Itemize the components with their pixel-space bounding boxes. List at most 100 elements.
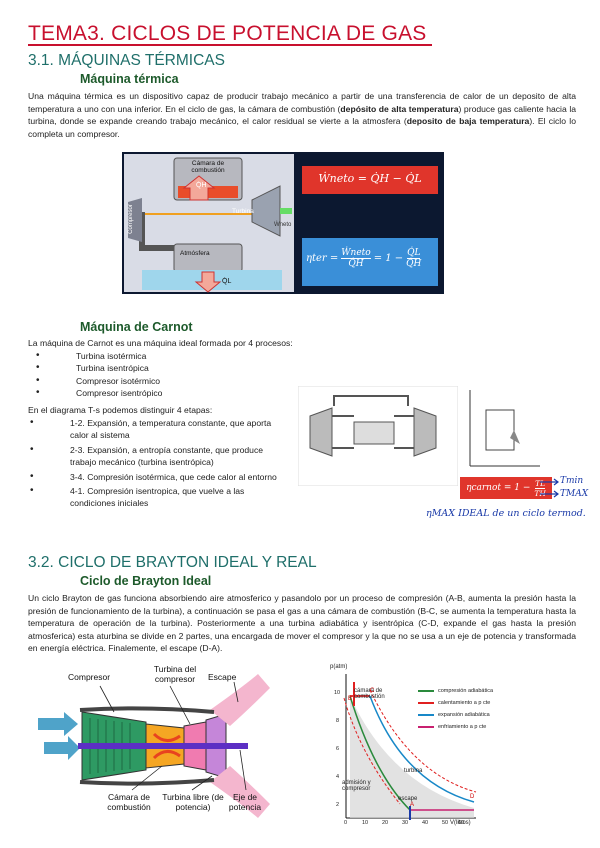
eq2-den2: Q̇H <box>406 259 422 269</box>
carnot-eta-lhs: ηcarnot = 1 − <box>466 483 531 493</box>
eq2-fraction-2: Q̇L Q̇H <box>406 248 421 269</box>
turbine-shape <box>251 185 281 237</box>
pv-ylabel: p(atm) <box>330 664 348 670</box>
legend-swatch <box>418 714 434 716</box>
carnot-intro: La máquina de Carnot es una máquina idea… <box>28 338 293 348</box>
label-turbina-compresor: Turbina del compresor <box>153 664 197 684</box>
pv-point-d: D <box>470 794 475 800</box>
ts-diagram <box>469 390 540 467</box>
eq2-num1: Ẇneto <box>341 248 371 259</box>
section-heading-3-2: 3.2. CICLO DE BRAYTON IDEAL Y REAL <box>28 554 317 571</box>
carnot-efficiency-box: ηcarnot = 1 − TL TH <box>460 477 552 499</box>
label-compresor: Compresor <box>127 204 134 234</box>
pv-label-turbina: turbina <box>404 768 423 774</box>
eq2-fraction-1: Ẇneto Q̇H <box>341 248 371 269</box>
label-turbina-libre: Turbina libre (de potencia) <box>162 792 224 812</box>
pv-legend: compresión adiabática calentamiento a p … <box>418 688 518 730</box>
pv-ytick: 10 <box>334 690 341 696</box>
equation-wneto: Ẇneto = Q̇H − Q̇L <box>318 172 422 185</box>
eq2-box <box>302 238 438 286</box>
label-compresor-engine: Compresor <box>68 672 111 682</box>
pv-point-c: C <box>370 688 375 694</box>
pv-ytick: 6 <box>336 746 340 752</box>
heat-engine-figure: Cámara de combustión Q̇H Turbina Ẇneto A… <box>122 152 444 294</box>
eq1-box <box>302 166 438 194</box>
pv-xtick: 0 <box>344 820 348 826</box>
legend-label: enfriamiento a p cte <box>438 724 487 730</box>
pv-compression <box>349 695 411 811</box>
eq2-lhs: ηter = <box>306 253 339 264</box>
carnot-turbine <box>413 407 437 457</box>
label-escape-engine: Escape <box>208 672 237 682</box>
pv-svg <box>343 674 477 820</box>
equation-efficiency: ηter = Ẇneto Q̇H = 1 − Q̇L Q̇H <box>306 248 436 269</box>
pv-legend-item: compresión adiabática <box>418 688 518 694</box>
list-item: 3-4. Compresión isotérmica, que cede cal… <box>22 471 284 484</box>
pv-xtick: 20 <box>382 820 389 826</box>
engine-shaft <box>78 743 248 749</box>
pv-xtick: 60 <box>458 820 465 826</box>
list-item: Compresor isotérmico <box>28 375 288 388</box>
label-camara-combustion: Cámara de combustión <box>191 160 225 174</box>
legend-swatch <box>418 690 434 692</box>
pv-xlabel: V(litros) <box>450 820 471 826</box>
ts-intro: En el diagrama T-s podemos distinguir 4 … <box>28 405 213 415</box>
handwritten-arrows <box>540 478 559 498</box>
exhaust-top <box>210 674 270 726</box>
pv-xtick: 50 <box>442 820 449 826</box>
pv-label-compresor: admisión y compresor <box>342 780 371 792</box>
note-tmin: Tmin <box>560 476 584 486</box>
label-camara-engine: Cámara de combustión <box>107 792 151 812</box>
subheading-brayton: Ciclo de Brayton Ideal <box>80 574 212 588</box>
legend-swatch <box>418 702 434 704</box>
exhaust-bottom <box>210 766 270 818</box>
carnot-heater <box>353 421 395 445</box>
list-item: Compresor isentrópico <box>28 387 288 400</box>
pv-legend-item: expansión adiabática <box>418 712 518 718</box>
note-tmax: TMAX <box>560 489 589 499</box>
list-item: 4-1. Compresión isentropica, que vuelve … <box>22 485 284 510</box>
carnot-num: TL <box>535 478 546 489</box>
paragraph-brayton: Un ciclo Brayton de gas funciona absorbi… <box>28 593 576 654</box>
carnot-process-list: Turbina isotérmica Turbina isentrópica C… <box>28 350 288 400</box>
pv-legend-item: enfriamiento a p cte <box>418 724 518 730</box>
list-item: 1-2. Expansión, a temperatura constante,… <box>22 417 284 442</box>
carnot-compressor <box>309 407 333 457</box>
pv-ytick: 8 <box>336 718 340 724</box>
heat-engine-svg <box>124 154 438 293</box>
subheading-carnot: Máquina de Carnot <box>80 320 193 334</box>
list-item: 2-3. Expansión, a entropía constante, qu… <box>22 444 284 469</box>
turbine-engine-figure: Compresor Turbina del compresor Escape C… <box>34 664 274 826</box>
carnot-engine-figure <box>298 386 458 486</box>
ts-stage-list: 1-2. Expansión, a temperatura constante,… <box>22 417 284 510</box>
pv-point-b: B <box>348 696 353 702</box>
eq2-den1: Q̇H <box>348 259 364 269</box>
qh-arrow <box>182 175 216 201</box>
carnot-fraction: TL TH <box>534 479 546 498</box>
pv-legend-item: calentamiento a p cte <box>418 700 518 706</box>
label-qh: Q̇H <box>196 182 207 189</box>
pv-diagram: p(atm) V(litros) 10 8 6 4 2 0 10 20 30 4… <box>330 664 480 830</box>
eq2-mid: = 1 − <box>373 253 404 264</box>
pv-xtick: 30 <box>402 820 409 826</box>
pv-ytick: 2 <box>336 802 340 808</box>
inlet-arrow-2 <box>44 736 80 760</box>
inlet-arrow <box>38 712 78 736</box>
pv-xtick: 10 <box>362 820 369 826</box>
pv-point-a: A <box>410 802 415 808</box>
label-turbina: Turbina <box>232 208 254 215</box>
pv-ytick: 4 <box>336 774 340 780</box>
page-title: TEMA3. CICLOS DE POTENCIA DE GAS <box>28 22 427 45</box>
atmosphere-box <box>173 243 243 273</box>
note-handwritten-max-ideal: ηMAX IDEAL de un ciclo termod. <box>426 508 586 519</box>
pv-area-fill <box>350 696 474 818</box>
pv-label-escape: escape <box>398 796 418 802</box>
label-atmosfera: Atmósfera <box>180 250 210 257</box>
section-heading-3-1: 3.1. MÁQUINAS TÉRMICAS <box>28 52 225 69</box>
compressor-shape <box>128 198 142 242</box>
paragraph-maquina-termica: Una máquina térmica es un dispositivo ca… <box>28 91 577 139</box>
label-eje-potencia: Eje de potencia <box>228 792 262 812</box>
pv-expansion <box>369 695 475 803</box>
label-ql: Q̇L <box>222 278 232 285</box>
label-wneto-small: Ẇneto <box>274 222 292 228</box>
